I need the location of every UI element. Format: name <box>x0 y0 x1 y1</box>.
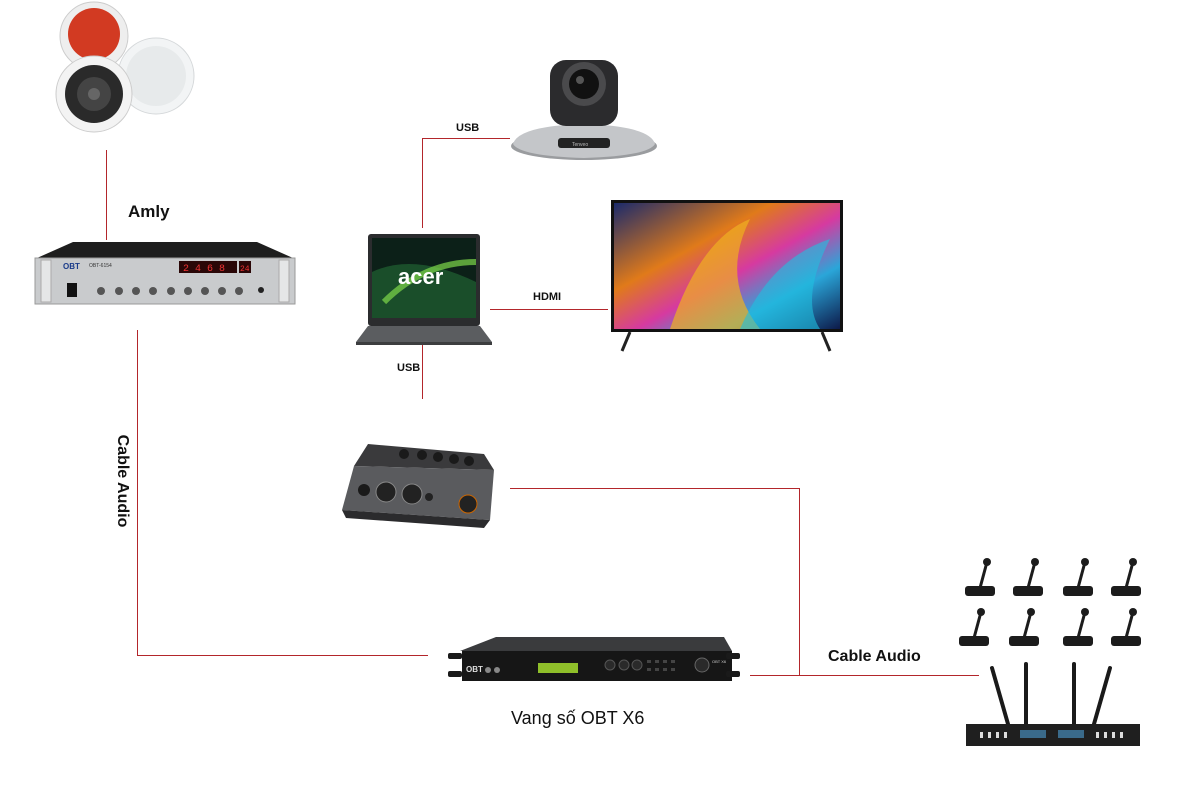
processor-caption: Vang số OBT X6 <box>511 708 645 728</box>
wire-interface-right <box>510 488 800 489</box>
wire-laptop-up <box>422 138 423 228</box>
audio-interface-image <box>342 444 494 528</box>
amplifier-image: OBT OBT-6154 2 4 6 8 24 <box>34 242 296 305</box>
ceiling-speakers-image <box>55 1 195 133</box>
amplifier-label: Amly <box>128 202 170 221</box>
cable-audio-horizontal-label: Cable Audio <box>828 648 921 665</box>
laptop-brand-text: acer <box>398 264 444 289</box>
hdmi-label: HDMI <box>533 291 562 303</box>
amp-display-right: 24 <box>240 265 250 274</box>
amp-brand-text: OBT <box>63 262 80 271</box>
usb-interface-label: USB <box>397 362 421 374</box>
wire-mics <box>799 675 979 676</box>
wire-laptop-camera <box>422 138 510 139</box>
processor-model-text: OBT X6 <box>712 659 727 664</box>
ptz-camera-image: Tenveo <box>511 60 657 160</box>
laptop-image: acer <box>356 234 492 345</box>
wire-laptop-interface <box>422 345 423 399</box>
wire-processor-right <box>750 675 800 676</box>
camera-brand-text: Tenveo <box>572 142 588 148</box>
wire-laptop-tv <box>490 309 608 310</box>
conference-microphones-image <box>959 558 1141 646</box>
processor-brand-text: OBT <box>466 665 483 674</box>
processor-image: OBT OBT X6 <box>448 637 740 681</box>
wire-amp-processor <box>137 655 428 656</box>
wire-speaker-amp <box>106 150 107 240</box>
wire-amp-down <box>137 330 138 656</box>
amp-model-text: OBT-6154 <box>89 263 112 269</box>
wireless-receiver-image <box>966 662 1140 746</box>
usb-camera-label: USB <box>456 122 480 134</box>
amp-display-text: 2 4 6 8 <box>183 264 225 275</box>
cable-audio-vertical-label: Cable Audio <box>114 434 131 528</box>
tv-image <box>611 200 843 352</box>
wire-interface-down <box>799 488 800 676</box>
